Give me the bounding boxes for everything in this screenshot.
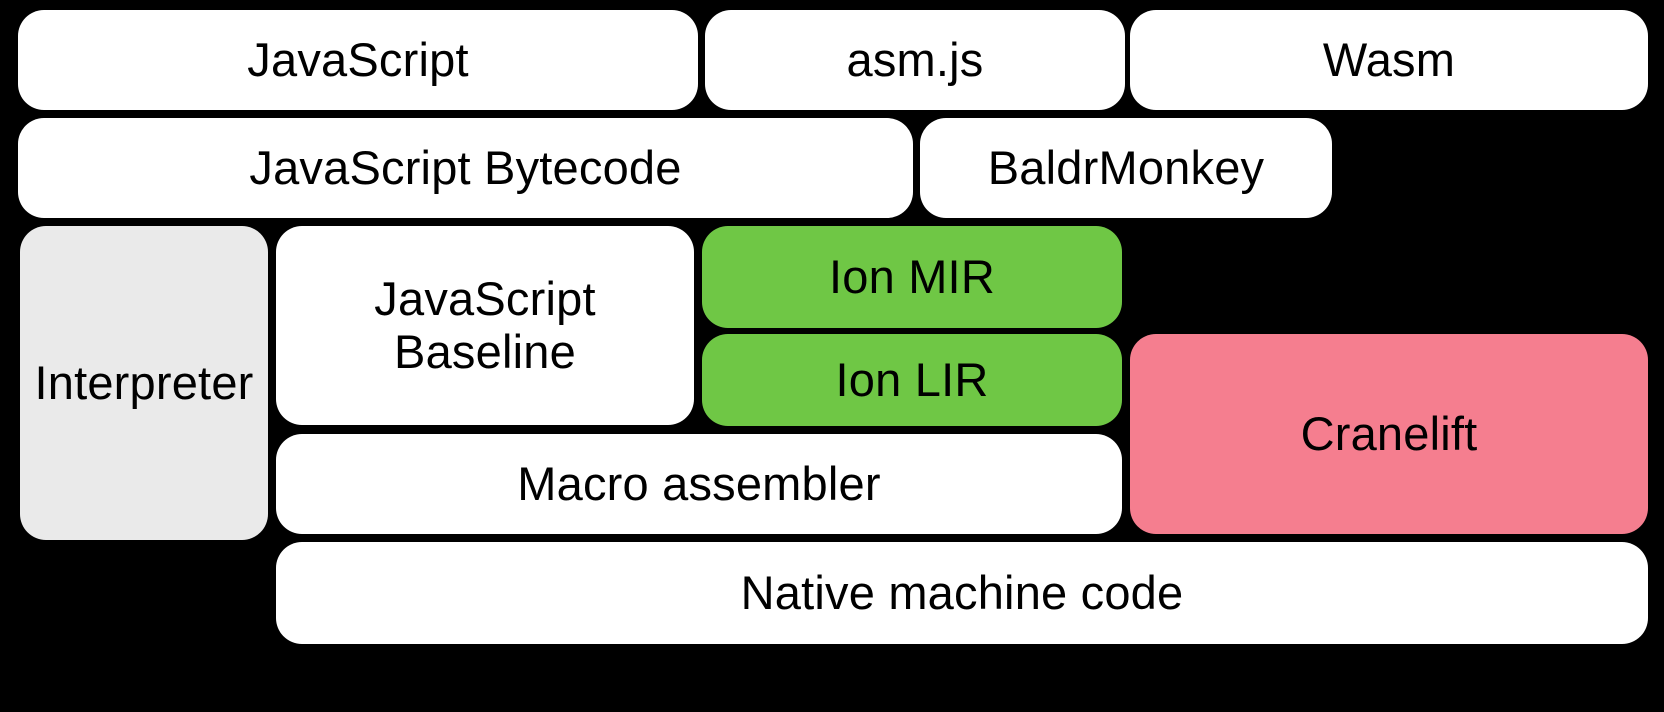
node-wasm[interactable]: Wasm — [1130, 10, 1648, 110]
node-ion-lir[interactable]: Ion LIR — [702, 334, 1122, 426]
node-javascript-baseline[interactable]: JavaScript Baseline — [276, 226, 694, 425]
node-javascript[interactable]: JavaScript — [18, 10, 698, 110]
node-cranelift[interactable]: Cranelift — [1130, 334, 1648, 534]
node-asm-js[interactable]: asm.js — [705, 10, 1125, 110]
node-baldrmonkey[interactable]: BaldrMonkey — [920, 118, 1332, 218]
node-interpreter[interactable]: Interpreter — [20, 226, 268, 540]
node-ion-mir[interactable]: Ion MIR — [702, 226, 1122, 328]
node-native-machine-code[interactable]: Native machine code — [276, 542, 1648, 644]
node-javascript-bytecode[interactable]: JavaScript Bytecode — [18, 118, 913, 218]
node-macro-assembler[interactable]: Macro assembler — [276, 434, 1122, 534]
